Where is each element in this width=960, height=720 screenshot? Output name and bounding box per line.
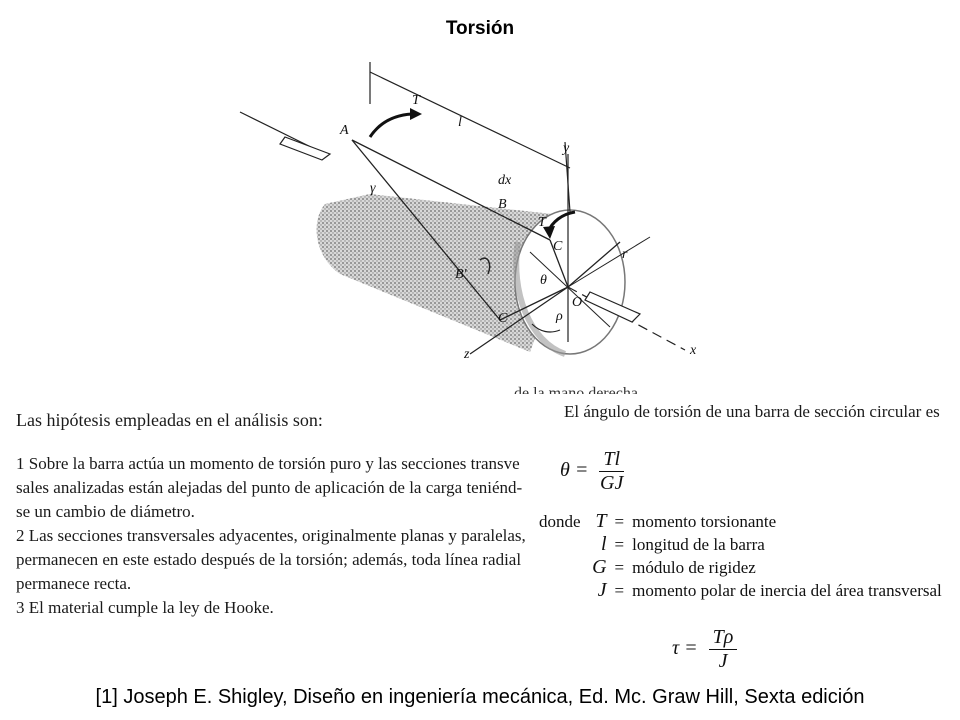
label-b-prime: B': [455, 267, 468, 282]
reference-citation: [1] Joseph E. Shigley, Diseño en ingenie…: [95, 686, 865, 708]
cylinder-end-face: [514, 209, 626, 355]
eq1-fraction: Tl GJ: [599, 448, 625, 495]
hypotheses-block: Las hipótesis empleadas en el análisis s…: [16, 408, 526, 620]
label-z: z: [463, 347, 470, 362]
label-x: x: [689, 343, 697, 358]
angle-intro: El ángulo de torsión de una barra de sec…: [564, 402, 940, 421]
hypothesis-line: se un cambio de diámetro.: [16, 502, 195, 521]
def-text: longitud de la barra: [632, 534, 765, 554]
donde-label: donde: [539, 511, 581, 531]
label-r: r: [622, 247, 628, 262]
hypothesis-line: permanecen en este estado después de la …: [16, 550, 522, 569]
def-symbol: l: [600, 533, 607, 555]
label-gamma: γ: [370, 181, 376, 196]
label-a: A: [339, 123, 349, 138]
label-t-top: T: [412, 93, 421, 108]
label-theta: θ: [540, 273, 547, 288]
hypothesis-line: sales analizadas están alejadas del punt…: [16, 478, 523, 497]
hypothesis-line: 1 Sobre la barra actúa un momento de tor…: [16, 454, 520, 473]
eq1-lhs: θ =: [560, 459, 589, 482]
label-c-bottom: C: [498, 311, 508, 326]
hypothesis-line: permanece recta.: [16, 574, 132, 593]
def-text: módulo de rigidez: [632, 557, 756, 577]
eq1-numerator: Tl: [599, 448, 625, 472]
label-c-top: C: [553, 239, 563, 254]
eq2-lhs: τ =: [672, 637, 698, 660]
label-l: l: [458, 115, 462, 130]
equation-theta: θ = Tl GJ: [560, 448, 625, 495]
label-b: B: [498, 197, 507, 212]
label-dx: dx: [498, 173, 512, 188]
def-symbol: T: [595, 510, 607, 532]
label-rho: ρ: [555, 309, 563, 324]
torsion-bar-diagram: A T l y dx B T C r γ B' θ C O ρ z x: [239, 62, 697, 362]
hypotheses-heading: Las hipótesis empleadas en el análisis s…: [16, 410, 323, 430]
slide-title: Torsión: [445, 18, 515, 39]
def-text: momento polar de inercia del área transv…: [632, 580, 942, 600]
eq2-denominator: J: [718, 650, 728, 672]
hypothesis-line: 2 Las secciones transversales adyacentes…: [16, 526, 526, 545]
def-symbol: G: [592, 556, 607, 578]
label-t-right: T: [538, 215, 547, 230]
eq2-numerator: Tρ: [708, 626, 738, 650]
label-y: y: [561, 141, 570, 156]
eq1-denominator: GJ: [600, 472, 624, 494]
cut-text: de la mano derecha: [514, 385, 638, 394]
definitions: donde T = momento torsionante l = longit…: [535, 510, 946, 602]
hypothesis-line: 3 El material cumple la ley de Hooke.: [16, 598, 274, 617]
right-text-block: de la mano derecha El ángulo de torsión …: [514, 380, 954, 422]
equation-tau: τ = Tρ J: [672, 626, 738, 673]
label-o: O: [572, 295, 582, 310]
eq2-fraction: Tρ J: [708, 626, 738, 673]
def-text: momento torsionante: [632, 511, 777, 531]
def-symbol: J: [597, 579, 607, 601]
